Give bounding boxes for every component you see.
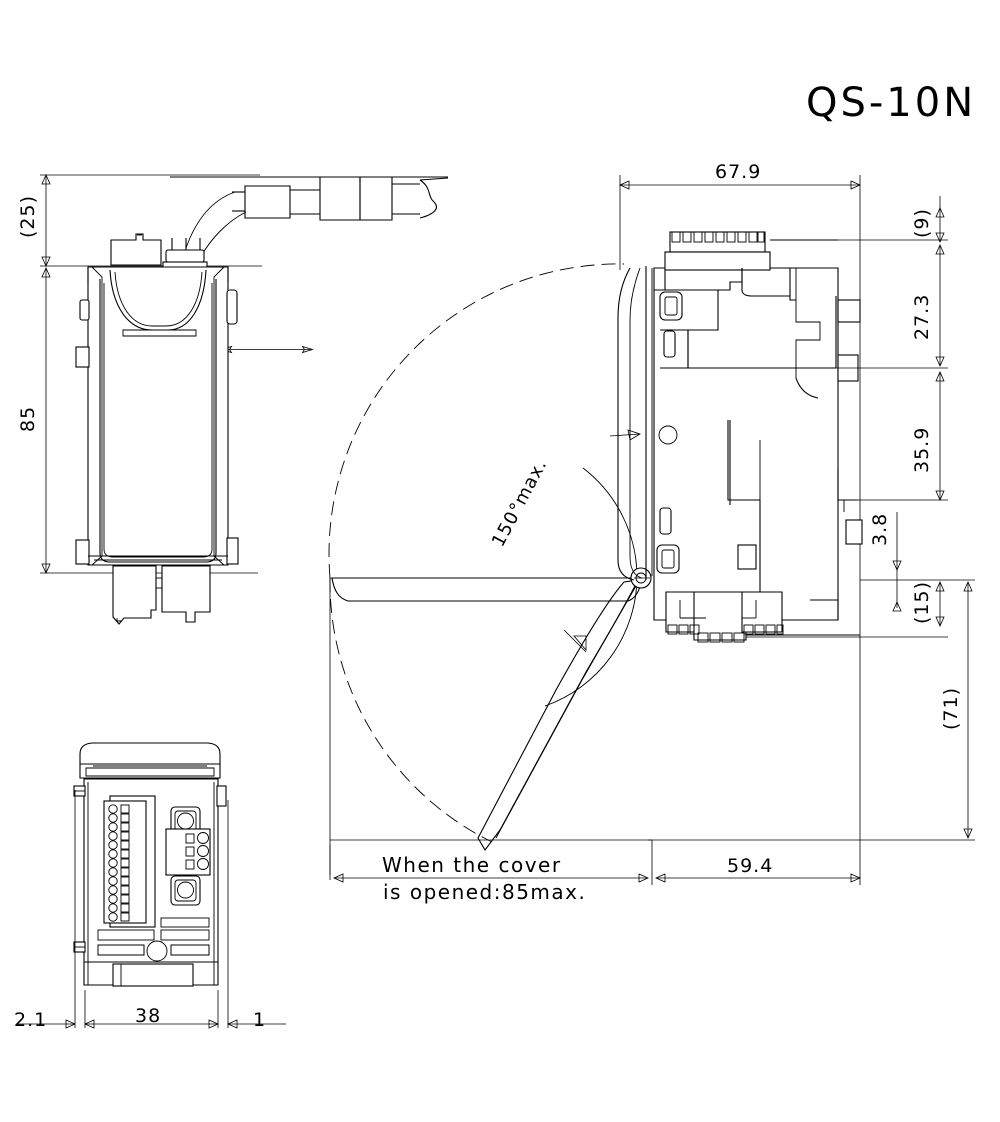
- dim-label-71: (71): [940, 687, 962, 730]
- view-bottom-left-front: 2.1 38 1: [14, 742, 286, 1031]
- dim-label-3-8: 3.8: [869, 513, 891, 546]
- cover-open-geometry: 150°max.: [330, 429, 652, 851]
- dim-label-27-3: 27.3: [911, 294, 933, 340]
- dim-label-25: (25): [17, 195, 39, 238]
- dim-label-38: 38: [135, 1005, 161, 1027]
- dim-label-67-9: 67.9: [715, 161, 761, 183]
- dim-step-depth: 3.8: [869, 512, 902, 612]
- dim-label-1: 1: [253, 1009, 266, 1031]
- dim-label-85: 85: [17, 406, 39, 432]
- dim-label-150-max: 150°max.: [488, 455, 552, 550]
- bottom-connectors-side: [112, 565, 211, 625]
- dim-label-15: (15): [911, 581, 933, 624]
- label-strips-lower: [97, 940, 210, 962]
- connector-block-right: [165, 806, 211, 906]
- dim-label-9: (9): [911, 208, 933, 238]
- note-cover-opened: When the cover is opened:85max.: [333, 853, 649, 904]
- cable-gland: [162, 238, 208, 269]
- dim-lower-section: 35.9: [858, 371, 948, 501]
- dim-top-offset: (9): [770, 196, 948, 243]
- view-right-side: 67.9: [328, 161, 975, 904]
- terminal-teeth: [671, 231, 765, 243]
- dim-label-2-1: 2.1: [14, 1009, 47, 1031]
- front-cover-lid: [79, 742, 221, 779]
- dim-front-widths: 2.1 38 1: [14, 790, 286, 1031]
- device-body-right: [617, 231, 863, 621]
- terminal-block-left: [103, 795, 156, 928]
- dim-base-depth: 59.4: [655, 855, 861, 883]
- dim-clearance-height: (71): [940, 581, 973, 839]
- terminal-pins: [108, 804, 130, 922]
- page-title: QS-10N: [806, 80, 976, 126]
- device-body-side: [75, 266, 239, 566]
- note-line-1: When the cover: [382, 853, 562, 877]
- drawing-title-block: QS-10N: [806, 78, 996, 128]
- dim-label-59-4: 59.4: [727, 855, 773, 877]
- dim-body-height: 85: [17, 267, 51, 574]
- dim-upper-section: 27.3: [836, 244, 948, 369]
- dim-label-35-9: 35.9: [911, 427, 933, 473]
- top-bracket: [110, 233, 162, 266]
- dim-connector-height: (15): [746, 579, 975, 638]
- cable-assembly: [170, 176, 449, 259]
- dim-overall-depth: 67.9: [619, 161, 861, 640]
- note-line-2: is opened:85max.: [383, 880, 586, 904]
- bottom-connectors-right: [665, 591, 860, 643]
- view-top-left-side: (25) 85: [17, 174, 449, 625]
- dim-cable-height: (25): [17, 174, 313, 350]
- cover-swing-envelope: [328, 263, 625, 843]
